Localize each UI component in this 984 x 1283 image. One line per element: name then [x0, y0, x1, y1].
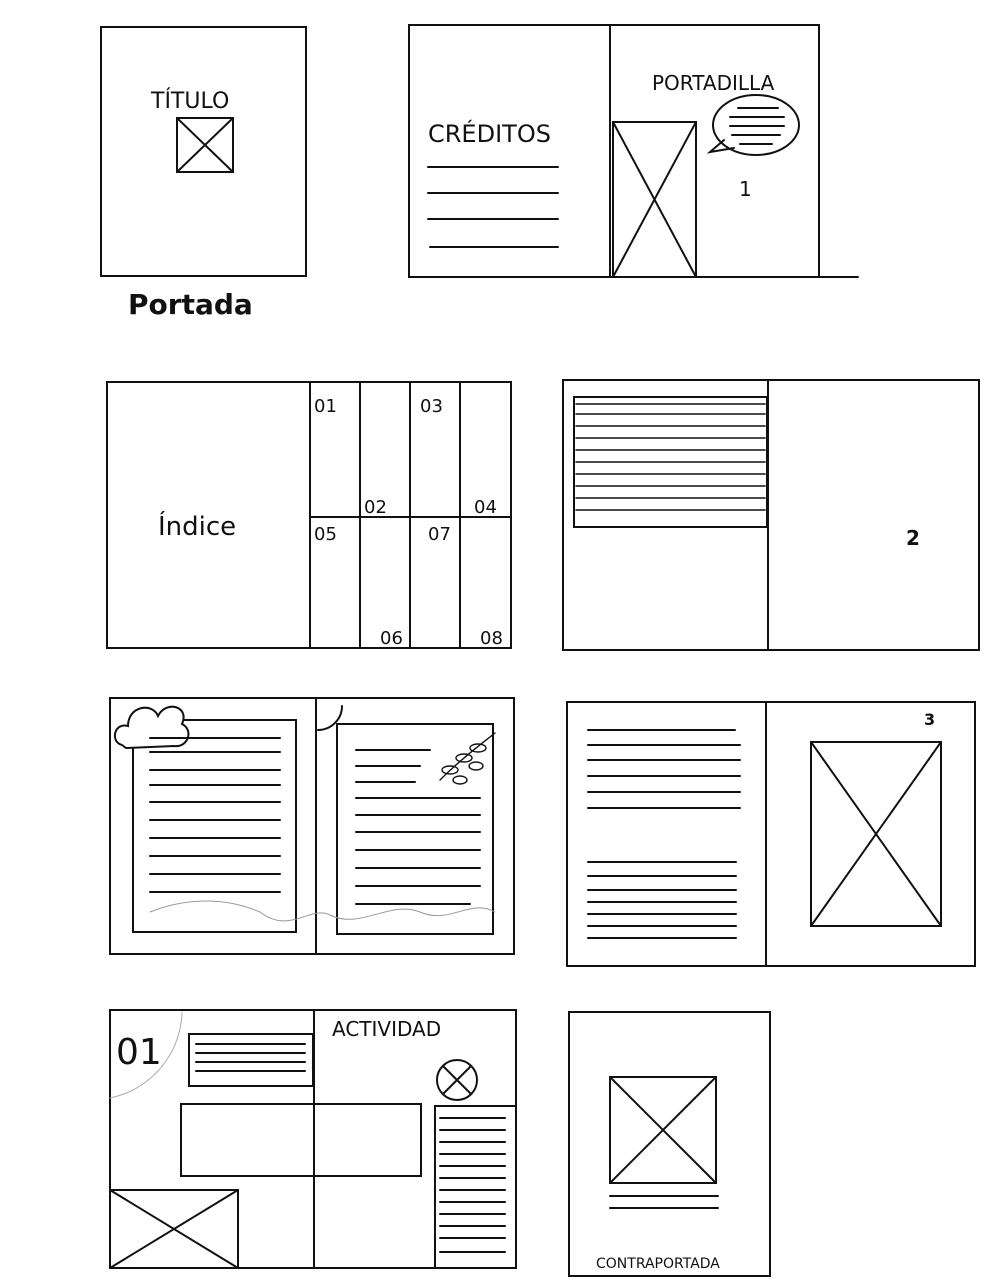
back-cover-page: CONTRAPORTADA: [569, 1012, 770, 1276]
decorated-spread: [110, 698, 514, 954]
activity-side-column: [435, 1106, 516, 1268]
cover-page: TÍTULO Portada: [101, 27, 306, 321]
activity-image-placeholder: [110, 1190, 238, 1268]
index-title: Índice: [158, 510, 236, 542]
index-section-06: 06: [380, 628, 403, 649]
index-section-04: 04: [474, 497, 497, 518]
index-section-05: 05: [314, 524, 337, 545]
index-section-08: 08: [480, 628, 503, 649]
index-section-07: 07: [428, 524, 451, 545]
index-section-02: 02: [364, 497, 387, 518]
credits-spread: CRÉDITOS PORTADILLA 1: [409, 25, 858, 277]
index-spread: Índice 01 02 03 04 05 06 07 08: [107, 382, 511, 649]
upper-text-lines: [588, 730, 740, 808]
leaf-icon: [440, 733, 495, 784]
activity-circle-image: [437, 1060, 477, 1100]
text-block-lines: [576, 404, 765, 510]
page-3-image-placeholder: [811, 742, 941, 926]
left-column-lines: [150, 738, 280, 892]
activity-spread: 01 ACTIVIDAD: [110, 1010, 516, 1268]
cover-image-placeholder: [177, 118, 233, 172]
half-title-label: PORTADILLA: [652, 71, 775, 95]
back-cover-image-placeholder: [610, 1077, 716, 1183]
credits-label: CRÉDITOS: [428, 119, 551, 148]
credits-text-lines: [428, 167, 558, 247]
speech-bubble-icon: [710, 95, 799, 155]
lower-text-lines: [588, 862, 736, 938]
index-section-01: 01: [314, 396, 337, 417]
half-title-image-placeholder: [613, 122, 696, 277]
page-number-3: 3: [924, 710, 935, 729]
activity-answer-box: [181, 1104, 421, 1176]
cloud-icon: [115, 707, 189, 748]
activity-number: 01: [116, 1032, 162, 1073]
page-number-1: 1: [739, 177, 752, 201]
sun-icon: [318, 706, 342, 730]
cover-caption: Portada: [128, 288, 253, 321]
index-section-03: 03: [420, 396, 443, 417]
right-column-lines: [356, 750, 480, 904]
page-number-2: 2: [906, 526, 920, 550]
activity-text-box: [189, 1034, 313, 1086]
image-spread: 3: [567, 702, 975, 966]
activity-title: ACTIVIDAD: [332, 1017, 441, 1041]
cover-title: TÍTULO: [150, 88, 229, 114]
text-spread: 2: [563, 380, 979, 650]
back-cover-caption: CONTRAPORTADA: [596, 1256, 720, 1272]
